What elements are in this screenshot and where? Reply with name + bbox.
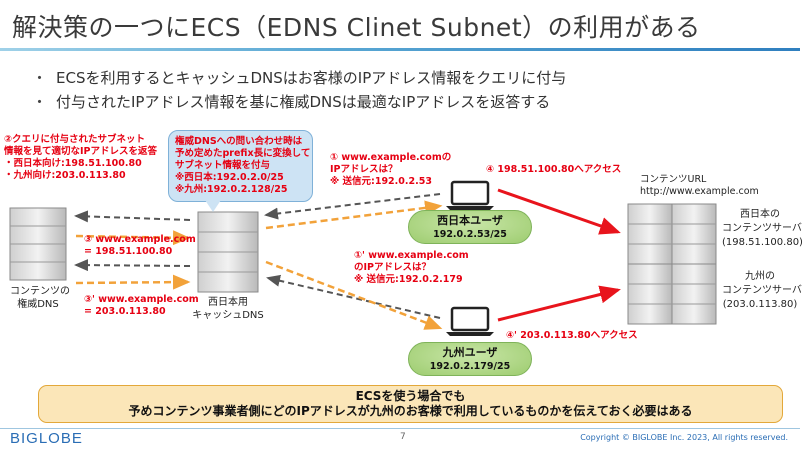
access-arrow-kyushu [497,285,621,322]
bottom-callout: ECSを使う場合でも 予めコンテンツ事業者側にどのIPアドレスが九州のお客様で利… [38,385,783,423]
callout-line: 予めコンテンツ事業者側にどのIPアドレスが九州のお客様で利用しているものかを伝え… [128,404,693,418]
cache-dns-bubble: 権威DNSへの問い合わせ時は 予め定めたprefix長に変換して サブネット情報… [168,130,313,202]
cache-dns-label: 西日本用 キャッシュDNS [188,296,268,322]
user-name: 西日本ユーザ [437,214,503,227]
user-ip: 192.0.2.179/25 [429,361,511,372]
note-line: ・西日本向け:198.51.100.80 [4,158,142,169]
note-line: ②クエリに付与されたサブネット [4,134,146,145]
answer-arrow-2 [75,274,191,290]
bubble-line: ※九州:192.0.2.128/25 [175,184,288,195]
bubble-tail [205,200,221,212]
server-rack-icon [627,263,717,325]
label-line: 西日本の [740,209,780,220]
note-line: 情報を見て適切なIPアドレスを返答 [4,146,157,157]
bullet-item: ・付与されたIPアドレス情報を基に権威DNSは最適なIPアドレスを返答する [30,90,566,114]
label-line: ① www.example.comの [330,152,452,163]
server-rack-icon [9,207,67,281]
label-line: (198.51.100.80) [722,237,803,248]
label-line: コンテンツサーバ [722,285,802,296]
label-line: = 198.51.100.80 [84,246,173,257]
auth-dns-label: コンテンツの 権威DNS [10,285,70,311]
label-line: ①' www.example.com [354,250,469,261]
bullet-dot: ・ [32,93,48,111]
bubble-line: 予め定めたprefix長に変換して [175,148,311,159]
answer-arrow-west [265,200,443,230]
server-kyushu-label: 九州の コンテンツサーバ (203.0.113.80) [722,270,802,312]
auth-dns-note: ②クエリに付与されたサブネット 情報を見て適切なIPアドレスを返答 ・西日本向け… [4,134,157,182]
server-rack-icon [197,211,259,293]
label-line: ③' www.example.com [84,294,199,305]
note-line: ・九州向け:203.0.113.80 [4,170,126,181]
label-line: 権威DNS [17,299,59,310]
contents-url-label: コンテンツURL http://www.example.com [640,174,759,198]
user-west: 西日本ユーザ 192.0.2.53/25 [408,210,532,244]
query-1b-label: ①' www.example.com のIPアドレスは？ ※ 送信元:192.0… [354,250,469,286]
bullet-item: ・ ECSを利用するとキャッシュDNSはお客様のIPアドレス情報をクエリに付与 [30,66,566,90]
label-line: ※ 送信元:192.0.2.53 [330,176,432,187]
label-line: ※ 送信元:192.0.2.179 [354,274,463,285]
laptop-icon [446,180,494,210]
label-line: コンテンツの [10,286,70,297]
user-name: 九州ユーザ [442,346,498,359]
label-line: IPアドレスは？ [330,164,398,175]
access-arrow-west [497,188,621,235]
query-arrow-auth-2 [74,259,191,272]
label-line: コンテンツURL [640,174,707,185]
bullet-text: 付与されたIPアドレス情報を基に権威DNSは最適なIPアドレスを返答する [56,93,551,111]
user-kyushu: 九州ユーザ 192.0.2.179/25 [408,342,532,376]
footer-divider [0,428,800,429]
answer-3-label: ③ www.example.com = 198.51.100.80 [84,234,196,258]
label-line: = 203.0.113.80 [84,306,166,317]
bubble-line: サブネット情報を付与 [175,160,271,171]
bullet-dot: ・ [32,69,48,87]
bullet-text: ECSを利用するとキャッシュDNSはお客様のIPアドレス情報をクエリに付与 [56,69,567,87]
user-ip: 192.0.2.53/25 [433,229,507,240]
query-arrow-auth-1 [74,210,191,223]
server-rack-icon [627,203,717,265]
server-west-label: 西日本の コンテンツサーバ (198.51.100.80) [722,208,803,250]
copyright: Copyright © BIGLOBE Inc. 2023, All right… [580,433,788,442]
laptop-icon [446,306,494,336]
answer-arrow-kyushu [265,260,443,330]
answer-arrow-1 [75,230,191,246]
biglobe-logo: BIGLOBE [10,430,83,447]
label-line: キャッシュDNS [192,310,264,321]
label-line: (203.0.113.80) [722,299,798,310]
query-1-label: ① www.example.comの IPアドレスは？ ※ 送信元:192.0.… [330,152,451,188]
bubble-line: ※西日本:192.0.2.0/25 [175,172,284,183]
label-line: のIPアドレスは？ [354,262,431,273]
page-number: 7 [400,432,406,442]
callout-line: ECSを使う場合でも [355,389,466,403]
bullet-list: ・ ECSを利用するとキャッシュDNSはお客様のIPアドレス情報をクエリに付与 ・… [30,66,566,114]
label-line: 西日本用 [208,297,248,308]
answer-3b-label: ③' www.example.com = 203.0.113.80 [84,294,199,318]
access-4b-label: ④' 203.0.113.80へアクセス [506,330,638,341]
bubble-line: 権威DNSへの問い合わせ時は [175,136,303,147]
label-line: 九州の [745,271,775,282]
access-4-label: ④ 198.51.100.80へアクセス [486,164,622,175]
label-line: http://www.example.com [640,186,759,197]
label-line: コンテンツサーバ [722,223,802,234]
page-title: 解決策の一つにECS（EDNS Clinet Subnet）の利用がある [12,13,701,42]
title-divider [0,48,800,51]
label-line: ③ www.example.com [84,234,196,245]
